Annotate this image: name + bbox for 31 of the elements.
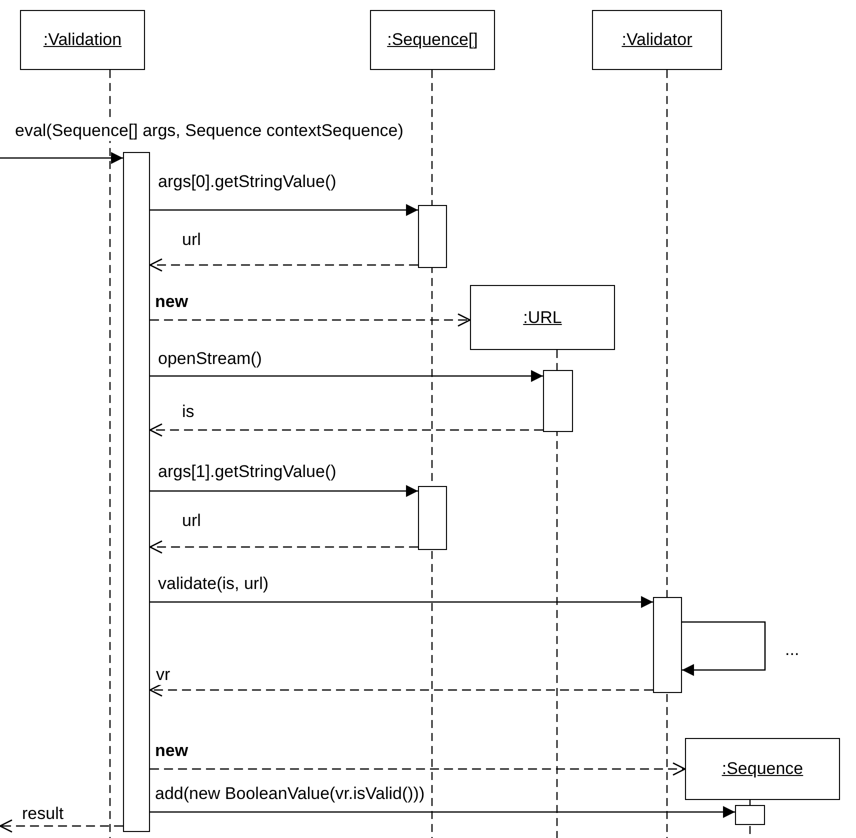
object-box: :Sequence[]: [370, 10, 495, 70]
message-arrow: [150, 370, 543, 382]
message-arrow: [150, 596, 653, 608]
object-box: :URL: [470, 285, 615, 350]
return-arrow: [150, 313, 471, 327]
message-arrow: [150, 204, 418, 216]
return-arrow: [150, 762, 686, 776]
message-label: openStream(): [158, 349, 262, 369]
activation-bar: [543, 370, 573, 432]
return-arrow: [149, 423, 543, 437]
activation-bar: [735, 805, 765, 825]
message-arrow: [0, 152, 123, 164]
activation-bar: [123, 152, 150, 832]
message-label: args[1].getStringValue(): [158, 462, 336, 482]
return-arrow: [149, 258, 418, 272]
return-arrow: [0, 819, 123, 833]
object-box: :Validator: [592, 10, 722, 70]
object-box: :Validation: [20, 10, 145, 70]
message-label: args[0].getStringValue(): [158, 172, 336, 192]
activation-bar: [418, 486, 447, 550]
message-label: validate(is, url): [158, 574, 269, 594]
activation-bar: [653, 597, 682, 693]
message-arrow: [150, 806, 735, 818]
return-arrow: [149, 540, 418, 554]
return-arrow: [149, 683, 653, 697]
message-label: add(new BooleanValue(vr.isValid())): [155, 784, 425, 804]
object-box: :Sequence: [685, 738, 840, 800]
message-label: eval(Sequence[] args, Sequence contextSequence): [15, 121, 404, 141]
message-arrow: [682, 621, 766, 676]
message-arrow: [150, 485, 418, 497]
activation-bar: [418, 205, 447, 268]
